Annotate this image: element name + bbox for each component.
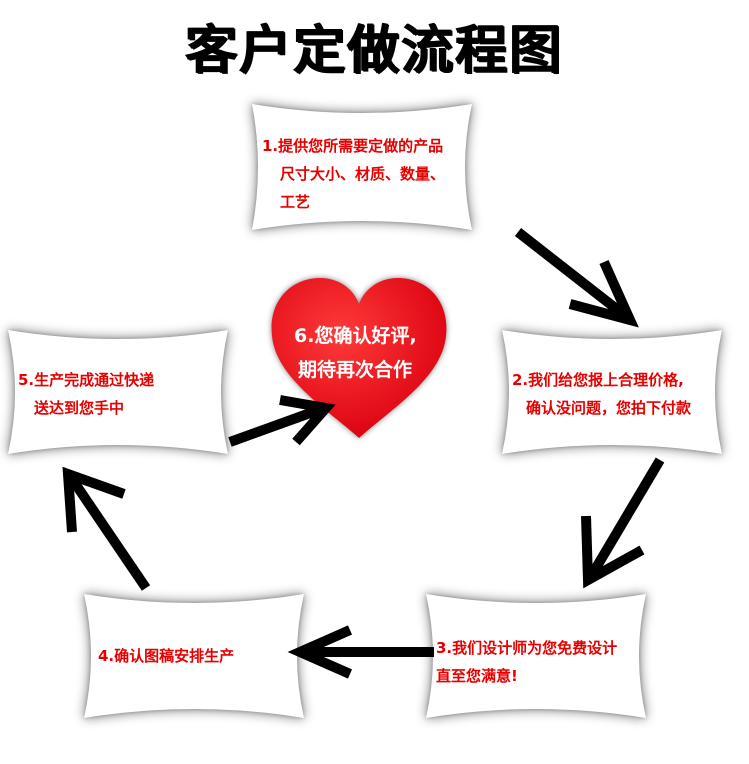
- step-3-line-2: 直至您满意!: [436, 667, 518, 685]
- step-1-card: 1.提供您所需要定做的产品 尺寸大小、材质、数量、 工艺: [244, 100, 478, 234]
- step-4-card: 4.确认图稿安排生产: [78, 590, 310, 722]
- arrow-step5-to-center: [228, 395, 336, 447]
- step-1-line-2: 尺寸大小、材质、数量、: [280, 165, 446, 183]
- step-2-line-1: 2.我们给您报上合理价格,: [512, 371, 684, 389]
- center-heart: 6.您确认好评, 期待再次合作: [268, 274, 450, 442]
- heart-icon: [271, 278, 447, 438]
- step-5-line-2: 送达到您手中: [34, 399, 125, 417]
- step-1-line-3: 工艺: [280, 193, 311, 211]
- step-5-card: 5.生产完成通过快递 送达到您手中: [2, 326, 234, 458]
- page-title: 客户定做流程图: [185, 21, 564, 81]
- step-5-line-1: 5.生产完成通过快递: [18, 371, 155, 389]
- arrow-step3-to-step4: [287, 625, 434, 679]
- arrow-step1-to-step2: [514, 228, 639, 328]
- center-line-1: 6.您确认好评,: [294, 325, 417, 347]
- arrow-step4-to-step5: [62, 466, 151, 591]
- center-line-2: 期待再次合作: [298, 359, 413, 381]
- step-2-card: 2.我们给您报上合理价格, 确认没问题，您拍下付款: [496, 326, 728, 458]
- step-2-line-2: 确认没问题，您拍下付款: [526, 399, 692, 417]
- step-3-line-1: 3.我们设计师为您免费设计: [436, 639, 618, 657]
- step-1-line-1: 1.提供您所需要定做的产品: [262, 137, 444, 155]
- arrow-step2-to-step3: [581, 457, 665, 589]
- step-3-card: 3.我们设计师为您免费设计 直至您满意!: [420, 590, 652, 722]
- step-4-line-1: 4.确认图稿安排生产: [98, 647, 235, 665]
